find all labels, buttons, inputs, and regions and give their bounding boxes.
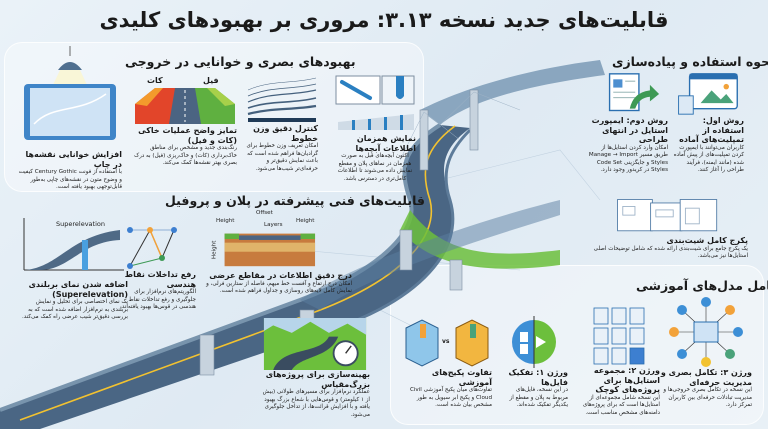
card-title: کنترل دقیق وزن خطوط [253, 124, 318, 143]
label-height-vertical: Height [211, 240, 218, 260]
card-title: درج دقیق اطلاعات در مقاطع عرضی [209, 271, 352, 280]
line-weights-icon [247, 77, 317, 122]
card-body: با استفاده از فونت Century Gothic کیفیت … [18, 169, 122, 191]
card-body: در این نسخه، فایل‌های مربوط به پلان و مق… [509, 387, 569, 409]
card-body: عملکرد نرم‌افزار برای مسیرهای طولانی (بی… [262, 389, 370, 418]
card-method-2: روش دوم: ایمپورت استایل در انتهای طراحی … [588, 72, 668, 175]
card-sheet-set: پکرج کامل شیت‌بندی یک پکرج جامع برای شیت… [588, 196, 748, 261]
card-large-projects: بهینه‌سازی برای پروژه‌های بزرگ‌مقیاس عمل… [260, 318, 370, 419]
card-body: امکان درج ارتفاع و آفست خط میهم، فاصله ا… [206, 280, 352, 295]
card-print-readability: افزایش خوانایی نقشه‌ها در چاپ با استفاده… [18, 44, 122, 192]
card-version-2: ورژن ۲: مجموعه استایل‌ها برای پروژه‌های … [578, 306, 660, 417]
page-title: قابلیت‌های جدید نسخه ۳.۱۳: مروری بر بهبو… [99, 8, 669, 32]
card-title: اضافه شدن نمای بربلندی (Superelevation) [28, 280, 128, 299]
card-body: الگوریتم‌های نرم‌افزار برای جلوگیری و رف… [120, 289, 196, 311]
culvert-plan-profile-icon [335, 75, 415, 130]
label-fill: فیل [203, 76, 219, 85]
card-body: تفاوت‌های میان پکیج آموزشی Civil Cloud و… [409, 387, 492, 409]
card-version-1: ورژن ۱: تفکیک فایل‌ها در این نسخه، فایل‌… [500, 316, 568, 410]
network-hub-icon [669, 297, 743, 367]
card-body: اکنون آبچه‌های قبل به صورت همزمان در نما… [337, 153, 413, 182]
card-version-3: ورژن ۳: تکامل بصری و مدیریت حرفه‌ای این … [660, 296, 752, 410]
section-heading-usage: نحوه استفاده و پیاده‌سازی [612, 54, 768, 69]
card-superelevation: Superelevation اضافه شدن نمای بربلندی (S… [20, 216, 128, 322]
card-line-weight: کنترل دقیق وزن خطوط امکان تعریف وزن خطوط… [246, 76, 318, 173]
card-title: روش دوم: ایمپورت استایل در انتهای طراحی [591, 116, 668, 145]
cross-section-icon [224, 233, 316, 267]
card-title: تفاوت پکیج‌های آموزشی [431, 368, 492, 387]
label-height-left: Height [216, 218, 235, 224]
card-body: این نسخه در تکامل بصری خروجی‌ها و مدیریت… [663, 387, 752, 409]
card-title: ورژن ۳: تکامل بصری و مدیریت حرفه‌ای [660, 368, 752, 387]
label-offset: Offset [256, 210, 273, 216]
card-title: رفع تداخلات نقاط هندسی [124, 270, 196, 289]
card-culverts: نمایش همزمان اطلاعات آبچه‌ها اکنون آبچه‌… [334, 74, 416, 183]
card-body: این نسخه شامل مجموعه‌ای از استایل‌ها است… [582, 394, 660, 416]
chart-label-superelevation: Superelevation [56, 220, 105, 228]
panel-training [390, 265, 764, 425]
section-heading-training: تکامل مدل‌های آموزشی [636, 278, 768, 293]
card-title: ورژن ۱: تفکیک فایل‌ها [508, 368, 568, 387]
boxes-vs-icon [405, 319, 489, 367]
import-document-arrow-icon [608, 73, 660, 112]
card-method-1: روش اول: استفاده از تمپلیت‌های آماده کار… [670, 72, 744, 175]
card-body: امکان وارد کردن استایل‌ها از طریق مسیر M… [588, 144, 668, 174]
label-height-right: Height [296, 218, 315, 224]
template-window-icon [678, 73, 738, 115]
road-speedometer-icon [263, 318, 367, 370]
card-title: تمایز واضح عملیات خاکی (کات و فیل) [138, 126, 237, 145]
label-layers: Layers [264, 222, 283, 228]
cut-fill-section-icon [135, 88, 235, 124]
split-files-icon [512, 316, 556, 368]
blueprint-lamp-icon [24, 46, 116, 140]
card-geometry-points: رفع تداخلات نقاط هندسی الگوریتم‌های نرم‌… [118, 222, 196, 312]
card-title: نمایش همزمان اطلاعات آبچه‌ها [355, 134, 416, 153]
card-body: امکان تعریف وزن خطوط برای گرادیان‌ها فرا… [246, 143, 318, 172]
label-cut: کات [147, 76, 163, 85]
card-title: افزایش خوانایی نقشه‌ها در چاپ [25, 150, 122, 169]
card-body: کاربران می‌توانند با ایمپورت کردن تمپلیت… [673, 144, 744, 174]
superelevation-chart-icon [23, 218, 124, 271]
card-title: پکرج کامل شیت‌بندی [666, 236, 748, 245]
card-body: یک پکرج جامع برای شیت‌بندی ارائه شده که … [593, 245, 748, 260]
card-body: یک نمای اختصاصی برای تحلیل و نمایش بربلن… [21, 299, 128, 321]
sheet-set-icon [617, 199, 718, 232]
card-title: بهینه‌سازی برای پروژه‌های بزرگ‌مقیاس [265, 370, 370, 389]
card-cross-section: Offset Height Layers Height Height درج د… [202, 210, 352, 296]
geometry-points-icon [127, 227, 177, 269]
section-heading-visual: بهبودهای بصری و خوانایی در خروجی [125, 54, 356, 69]
card-title: روش اول: استفاده از تمپلیت‌های آماده [679, 116, 744, 145]
vs-label: vs [442, 338, 450, 345]
file-grid-icon [593, 307, 645, 365]
card-title: ورژن ۲: مجموعه استایل‌ها برای پروژه‌های … [593, 366, 660, 395]
card-packages: vs تفاوت پکیج‌های آموزشی تفاوت‌های میان … [402, 316, 492, 410]
card-cut-fill: کات فیل تمایز واضح عملیات خاکی (کات و فی… [133, 74, 237, 168]
card-body: رنگ‌بندی جدید و مشخص برای مناطق خاک‌بردا… [134, 145, 237, 167]
section-heading-technical: قابلیت‌های فنی پیشرفته در پلان و پروفیل [165, 193, 425, 208]
